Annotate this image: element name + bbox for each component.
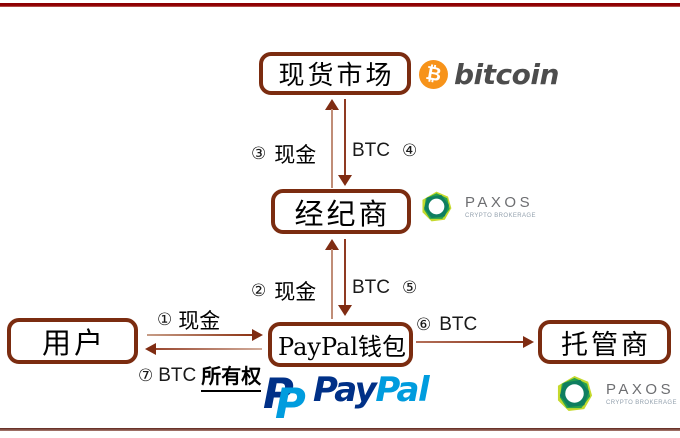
step6-text: BTC	[439, 314, 478, 335]
arrow-up-shaft-cash-3	[331, 109, 333, 188]
spot-market-node: 现货市场	[259, 52, 411, 95]
bitcoin-logo: ₿ bitcoin	[416, 57, 559, 92]
arrow-right-head-cash-1	[252, 329, 263, 341]
step3-text: 现金	[274, 143, 317, 167]
arrow-up-head-cash-3	[325, 99, 339, 110]
arrow-left-head-btc-ownership-7	[145, 343, 156, 355]
step2-text: 现金	[274, 280, 317, 304]
arrow-down-shaft-btc-4	[344, 99, 346, 176]
bitcoin-coin-icon: ₿	[416, 57, 451, 92]
user-node: 用户	[7, 318, 138, 364]
paxos-tagline: CRYPTO BROKERAGE	[606, 399, 677, 406]
paypal-logo: P P Pay Pal	[263, 368, 430, 420]
flow-label-step4: BTC ④	[352, 140, 417, 162]
paxos-logo-custodian: PAXOS CRYPTO BROKERAGE	[555, 374, 677, 413]
custodian-node: 托管商	[538, 320, 671, 364]
step2-number: ②	[251, 281, 267, 301]
bottom-rule	[0, 428, 680, 431]
flow-label-step2: ② 现金	[251, 276, 316, 306]
arrow-down-shaft-btc-5	[344, 239, 346, 306]
step6-number: ⑥	[416, 315, 432, 335]
arrow-up-shaft-cash-2	[331, 249, 333, 319]
flow-label-step1: ① 现金	[157, 305, 220, 335]
arrow-right-head-btc-6	[523, 336, 534, 348]
flow-label-step3: ③ 现金	[251, 139, 316, 169]
arrow-down-head-btc-4	[338, 175, 352, 186]
flow-label-step5: BTC ⑤	[352, 277, 417, 299]
step7-number: ⑦	[138, 366, 154, 386]
flow-label-step7: ⑦ BTC 所有权	[138, 360, 262, 392]
paxos-mark-icon	[557, 375, 593, 412]
step7-text: BTC	[158, 365, 197, 386]
step4-text: BTC	[352, 140, 390, 161]
arrow-right-shaft-btc-6	[416, 341, 525, 343]
paxos-wordmark: PAXOS	[606, 380, 675, 398]
svg-text:P: P	[275, 379, 306, 420]
paypal-wordmark-pal: Pal	[375, 370, 429, 410]
paxos-logo-broker: PAXOS CRYPTO BROKERAGE	[420, 190, 536, 223]
arrow-right-shaft-cash-1	[147, 334, 254, 336]
arrow-left-shaft-btc-ownership-7	[156, 348, 262, 350]
step3-number: ③	[251, 144, 267, 164]
paxos-wordmark: PAXOS	[465, 193, 534, 211]
bitcoin-wordmark: bitcoin	[454, 57, 559, 91]
step5-text: BTC	[352, 277, 390, 298]
step5-number: ⑤	[402, 278, 418, 298]
step7-ownership-text: 所有权	[201, 360, 262, 392]
arrow-up-head-cash-2	[325, 239, 339, 250]
paxos-mark-icon	[422, 191, 452, 222]
paypal-wallet-node: PayPal钱包	[268, 322, 413, 367]
step4-number: ④	[402, 141, 418, 161]
step1-text: 现金	[178, 309, 221, 333]
paxos-text-block: PAXOS CRYPTO BROKERAGE	[606, 382, 677, 406]
broker-node: 经纪商	[271, 189, 411, 234]
step1-number: ①	[157, 310, 173, 330]
top-rule	[0, 3, 680, 7]
bitcoin-symbol: ₿	[424, 61, 444, 87]
arrow-down-head-btc-5	[338, 305, 352, 316]
paypal-wordmark: Pay Pal	[313, 370, 430, 410]
paxos-text-block: PAXOS CRYPTO BROKERAGE	[465, 195, 536, 219]
paxos-tagline: CRYPTO BROKERAGE	[465, 212, 536, 219]
flow-label-step6: ⑥ BTC	[416, 314, 477, 336]
svg-text:P: P	[263, 369, 294, 418]
paypal-pp-icon: P P	[263, 369, 306, 420]
paypal-wordmark-pay: Pay	[313, 370, 377, 410]
